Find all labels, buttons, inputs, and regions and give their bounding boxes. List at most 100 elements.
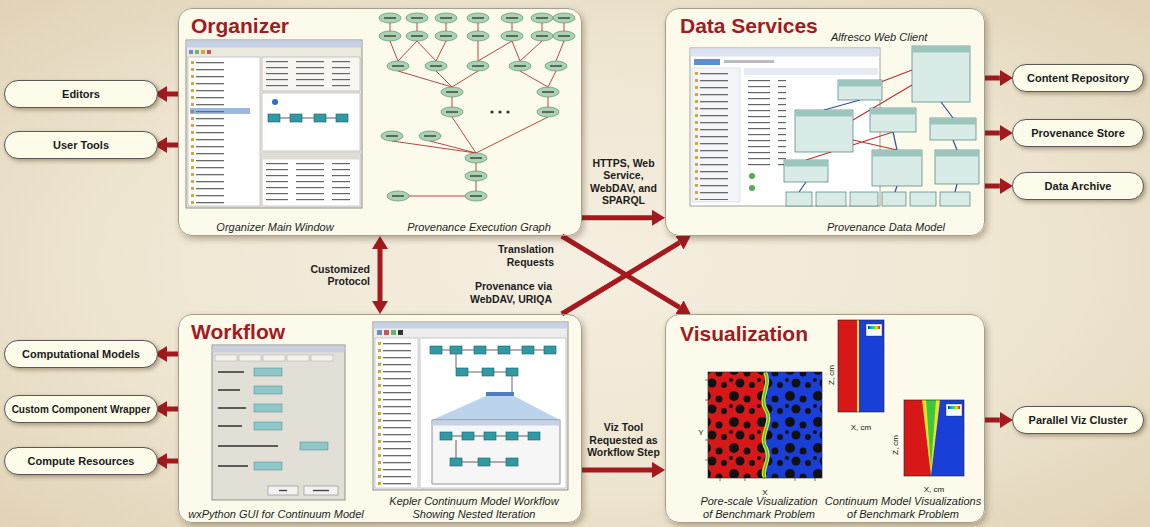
resource-label: Parallel Viz Cluster xyxy=(1029,414,1128,427)
continuum-plot xyxy=(926,400,936,468)
organizer-window-screenshot xyxy=(187,41,362,48)
text-slot: Workflow xyxy=(191,320,391,344)
resource-box: User Tools xyxy=(4,131,158,159)
connector-arrow xyxy=(562,236,680,307)
provenance-execution-graph xyxy=(465,191,487,201)
text-slot: Translation Requests xyxy=(472,243,554,268)
screenshot-caption: Provenance Execution Graph xyxy=(379,221,579,234)
provenance-data-model xyxy=(786,192,812,206)
connector-arrow xyxy=(167,459,178,464)
organizer-window-screenshot xyxy=(190,108,250,114)
resource-label: Compute Resources xyxy=(28,455,135,468)
wxpython-gui-screenshot xyxy=(254,368,328,470)
organizer-window-screenshot xyxy=(186,40,362,208)
text-slot: Provenance Data Model xyxy=(796,221,976,234)
organizer-window-screenshot xyxy=(264,161,358,204)
provenance-execution-graph xyxy=(379,31,401,41)
provenance-execution-graph xyxy=(435,31,457,41)
connector-label: Translation Requests xyxy=(472,243,554,268)
axis-label: X, cm xyxy=(924,485,944,494)
provenance-execution-graph xyxy=(406,31,428,41)
connector-arrow xyxy=(378,249,383,301)
provenance-data-model xyxy=(912,46,970,102)
organizer-window-screenshot xyxy=(188,57,260,206)
provenance-execution-graph xyxy=(379,13,575,201)
resource-box: Parallel Viz Cluster xyxy=(1012,406,1144,434)
provenance-execution-graph xyxy=(381,131,403,141)
continuum-plot xyxy=(946,404,962,416)
wxpython-gui-screenshot xyxy=(212,345,345,500)
continuum-plot xyxy=(857,320,859,412)
resource-label: Data Archive xyxy=(1045,180,1112,193)
continuum-plot xyxy=(838,320,884,412)
alfresco-screenshot xyxy=(690,48,880,206)
organizer-window-screenshot xyxy=(264,161,358,204)
kepler-workflow-screenshot xyxy=(498,346,510,354)
organizer-window-screenshot xyxy=(262,93,360,151)
provenance-data-model xyxy=(940,192,970,206)
provenance-data-model xyxy=(873,151,922,157)
component-panel: Data ServicesAlfresco Web ClientProvenan… xyxy=(665,8,985,236)
text-slot: Organizer xyxy=(191,14,411,38)
wxpython-gui-screenshot xyxy=(254,462,282,470)
screenshot-caption: Pore-scale Visualization of Benchmark Pr… xyxy=(697,495,821,521)
provenance-execution-graph xyxy=(498,110,501,113)
continuum-plot xyxy=(922,400,940,476)
text-slot: Viz Tool Requested as Workflow Step xyxy=(583,421,665,459)
provenance-execution-graph xyxy=(379,13,401,23)
organizer-window-screenshot xyxy=(290,114,302,122)
wxpython-gui-screenshot xyxy=(218,407,246,409)
text-slot: Customized Protocol xyxy=(300,263,370,288)
pore-scale-plot xyxy=(763,372,768,478)
kepler-workflow-screenshot xyxy=(375,338,418,488)
organizer-window-screenshot xyxy=(190,59,258,204)
axis-label: Y xyxy=(698,428,703,437)
resource-box: Compute Resources xyxy=(4,447,158,475)
provenance-execution-graph xyxy=(465,171,487,181)
kepler-workflow-screenshot xyxy=(433,421,560,426)
kepler-workflow-screenshot xyxy=(486,392,514,396)
organizer-window-screenshot xyxy=(189,50,193,54)
wxpython-gui-screenshot xyxy=(254,368,282,376)
connector-arrow xyxy=(985,76,1000,81)
organizer-window-screenshot xyxy=(186,40,362,208)
provenance-data-model xyxy=(935,150,979,184)
provenance-execution-graph xyxy=(537,107,559,117)
provenance-execution-graph xyxy=(553,31,575,41)
connector-arrow xyxy=(167,92,178,97)
provenance-data-model xyxy=(785,161,828,167)
resource-box: Computational Models xyxy=(4,340,158,368)
provenance-data-model xyxy=(910,192,936,206)
provenance-data-model xyxy=(816,192,846,206)
kepler-workflow-screenshot xyxy=(373,322,568,490)
kepler-workflow-screenshot xyxy=(432,420,560,484)
wxpython-gui-screenshot xyxy=(215,355,333,361)
kepler-workflow-screenshot xyxy=(374,323,568,329)
wxpython-gui-screenshot xyxy=(311,355,333,361)
kepler-workflow-screenshot xyxy=(420,338,566,488)
alfresco-screenshot xyxy=(694,70,738,200)
resource-box: Data Archive xyxy=(1012,172,1144,200)
provenance-execution-graph xyxy=(441,107,463,117)
text-slot: Provenance via WebDAV, URIQA xyxy=(462,280,552,305)
kepler-workflow-screenshot xyxy=(506,432,518,440)
continuum-plot xyxy=(838,320,858,412)
panel-title: Organizer xyxy=(191,14,411,38)
organizer-window-screenshot xyxy=(262,57,360,91)
connector-label: Customized Protocol xyxy=(300,263,370,288)
wxpython-gui-screenshot xyxy=(215,355,237,361)
resource-label: Editors xyxy=(62,88,100,101)
wxpython-gui-screenshot xyxy=(279,490,287,491)
provenance-data-model xyxy=(784,160,828,182)
provenance-execution-graph xyxy=(545,61,567,71)
provenance-execution-graph xyxy=(501,13,523,23)
organizer-window-screenshot xyxy=(272,99,278,105)
provenance-data-model xyxy=(931,119,976,125)
resource-box: Editors xyxy=(4,80,158,108)
provenance-data-model xyxy=(870,108,916,132)
provenance-execution-graph xyxy=(531,13,553,23)
connector-arrow xyxy=(167,352,178,357)
wxpython-gui-screenshot xyxy=(254,386,282,394)
wxpython-gui-screenshot xyxy=(254,404,282,412)
